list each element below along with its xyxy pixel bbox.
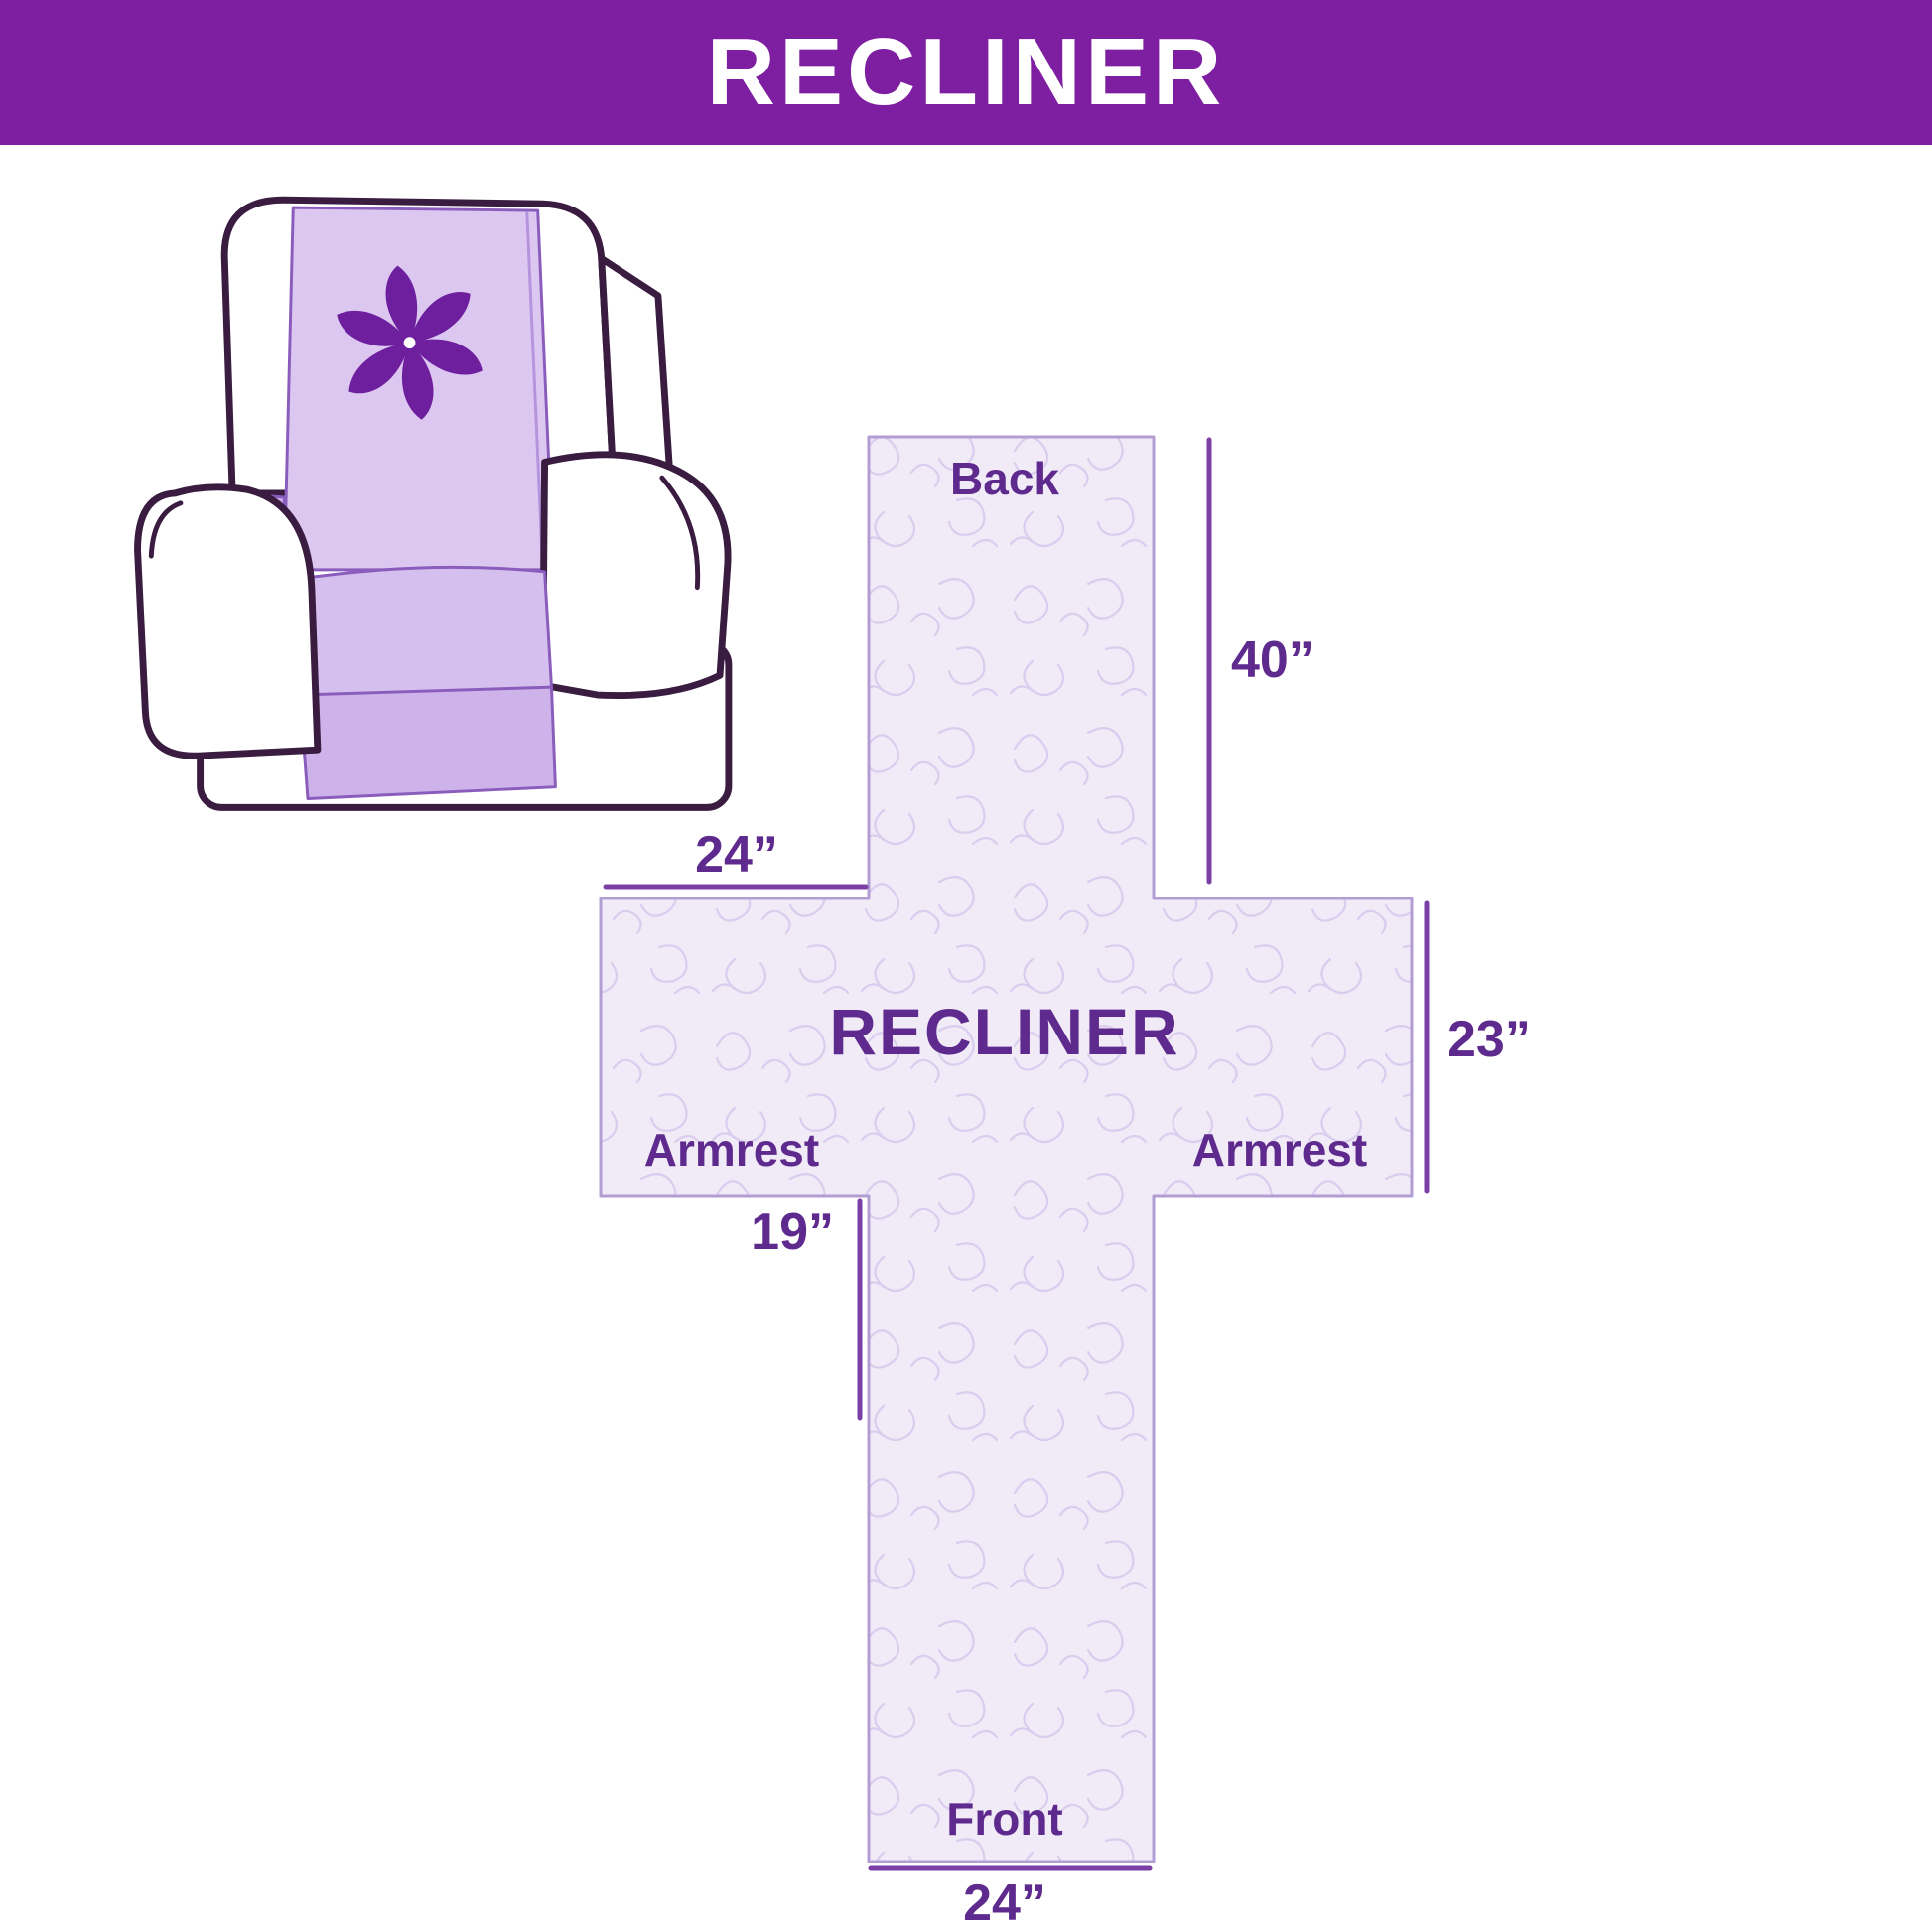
chair-right-arm-roll: [659, 475, 701, 591]
armrest-left-label: Armrest: [643, 1124, 820, 1175]
pinwheel-icon: [337, 265, 483, 420]
dim-back-width-label: 24”: [695, 826, 778, 884]
armrest-right-label: Armrest: [1191, 1124, 1368, 1175]
cover-front-skirt: [298, 685, 557, 800]
diagram-center-label: RECLINER: [829, 995, 1180, 1068]
chair-left-arm-roll: [148, 500, 184, 559]
chair-left-arm: [134, 483, 322, 759]
cover-layout-diagram: [556, 417, 1529, 1926]
cover-layout-svg: [599, 435, 1430, 1871]
front-label: Front: [946, 1793, 1063, 1845]
dim-side-height-label: 23”: [1448, 1011, 1531, 1068]
cover-cross-shape: [599, 435, 1414, 1863]
page-title: RECLINER: [706, 19, 1226, 125]
dim-back-height-label: 40”: [1231, 631, 1314, 689]
title-banner: RECLINER: [0, 0, 1932, 145]
cover-back-fold-line: [525, 211, 545, 570]
cover-seat: [292, 565, 553, 701]
chair-illustration-svg: [134, 196, 733, 811]
back-label: Back: [950, 453, 1059, 504]
dim-front-width-label: 24”: [963, 1874, 1046, 1932]
chair-right-arm: [539, 451, 732, 700]
chair-illustration: [84, 149, 809, 834]
dim-front-flap-label: 19”: [751, 1203, 834, 1261]
